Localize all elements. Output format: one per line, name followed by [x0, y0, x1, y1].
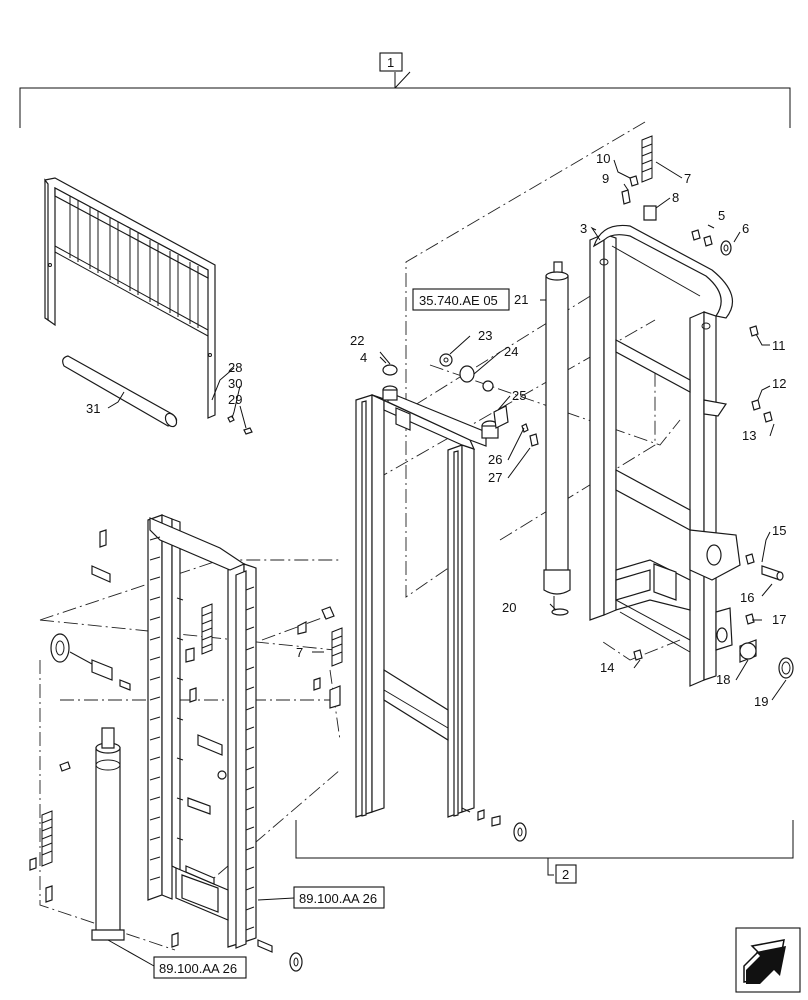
- small-parts-22-27: [382, 353, 539, 447]
- ref-box-lower-left[interactable]: 89.100.AA 26: [107, 939, 247, 979]
- ref-box-mast-cylinder[interactable]: 35.740.AE 05: [412, 288, 510, 311]
- callout-10: 10: [596, 151, 610, 166]
- callout-assembly-1: 1: [387, 55, 394, 70]
- hardware-left: [29, 529, 197, 948]
- callout-17: 17: [772, 612, 786, 627]
- carriage-frame-right: [589, 224, 741, 687]
- callout-7-top: 7: [684, 171, 691, 186]
- lift-cylinder-left: [91, 727, 125, 941]
- callout-29: 29: [228, 392, 242, 407]
- callout-7-left: 7: [296, 645, 303, 660]
- callout-22: 22: [350, 333, 364, 348]
- lower-roller: [257, 939, 303, 972]
- callout-26: 26: [488, 452, 502, 467]
- callout-24: 24: [504, 344, 518, 359]
- chain-left-b: [41, 810, 53, 867]
- callout-numbers: 3 4 5 6 7 8 9 10 11 12 13 14 15 16 17 18…: [86, 151, 786, 709]
- callout-14: 14: [600, 660, 614, 675]
- callout-15: 15: [772, 523, 786, 538]
- callout-3: 3: [580, 221, 587, 236]
- callout-6: 6: [742, 221, 749, 236]
- ref-box-lower-right[interactable]: 89.100.AA 26: [257, 886, 385, 909]
- callout-31: 31: [86, 401, 100, 416]
- callout-16: 16: [740, 590, 754, 605]
- chain-top-right: [621, 135, 657, 221]
- rail-texture: [149, 536, 255, 931]
- mast-cylinder: [543, 261, 571, 616]
- callout-23: 23: [478, 328, 492, 343]
- ref-label-mast-cylinder: 35.740.AE 05: [419, 293, 498, 308]
- arrow-navigation-icon[interactable]: [735, 927, 801, 993]
- overhead-guard: [44, 177, 216, 419]
- callout-11: 11: [772, 338, 786, 353]
- callout-25: 25: [512, 388, 526, 403]
- callout-leaders: [107, 159, 787, 701]
- outer-mast-left: [147, 514, 257, 949]
- callout-5: 5: [718, 208, 725, 223]
- guard-slats: [69, 196, 199, 328]
- callout-30: 30: [228, 376, 242, 391]
- callout-8: 8: [672, 190, 679, 205]
- rod: [62, 355, 178, 428]
- guard-bolt: [227, 415, 253, 435]
- callout-19: 19: [754, 694, 768, 709]
- explosion-lines: [39, 121, 681, 951]
- callout-18: 18: [716, 672, 730, 687]
- inner-mast-center: [355, 385, 527, 842]
- callout-20: 20: [502, 600, 516, 615]
- assembly-1-bracket: 1: [19, 52, 791, 128]
- callout-12: 12: [772, 376, 786, 391]
- callout-28: 28: [228, 360, 242, 375]
- ref-label-lower-left: 89.100.AA 26: [159, 961, 237, 976]
- callout-4: 4: [360, 350, 367, 365]
- callout-13: 13: [742, 428, 756, 443]
- callout-21: 21: [514, 292, 528, 307]
- callout-assembly-2: 2: [562, 867, 569, 882]
- sheave-left: [50, 633, 131, 691]
- callout-27: 27: [488, 470, 502, 485]
- right-hardware: [633, 229, 794, 679]
- ref-label-lower-right: 89.100.AA 26: [299, 891, 377, 906]
- assembly-2-bracket: 2: [295, 820, 794, 884]
- chain-center: [297, 606, 343, 709]
- chain-left-a: [201, 603, 213, 655]
- callout-9: 9: [602, 171, 609, 186]
